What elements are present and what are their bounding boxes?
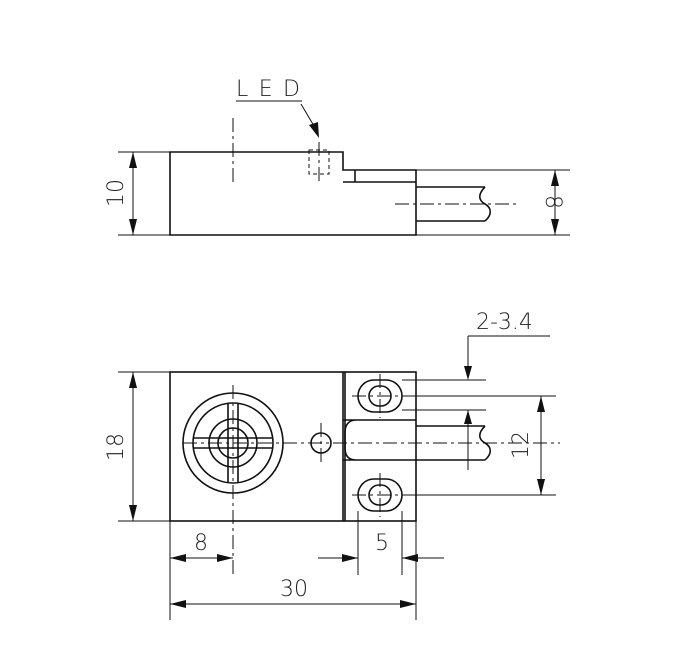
dim-5-label: 5 bbox=[375, 531, 389, 556]
dim-10-arrow-bottom bbox=[129, 219, 137, 235]
dim-18-label: 18 bbox=[104, 433, 129, 461]
side-view-body-outline bbox=[169, 151, 417, 236]
led-leader-arrow bbox=[309, 122, 319, 138]
dim-12-arrow-top bbox=[537, 396, 545, 412]
hole-spec-arrow-top bbox=[464, 366, 472, 380]
dim-8-bottom-label: 8 bbox=[194, 531, 208, 556]
led-leader-line bbox=[300, 103, 315, 127]
dim-10-arrow-top bbox=[129, 152, 137, 168]
dim-18-arrow-bottom bbox=[129, 505, 137, 521]
dim-5-arrow-left bbox=[342, 554, 358, 562]
top-view: 2-3.4 12 18 8 5 30 bbox=[104, 310, 560, 620]
dim-8-cable-label: 8 bbox=[540, 195, 565, 209]
dim-8-bottom-arrow-right bbox=[217, 554, 233, 562]
dim-10-label: 10 bbox=[104, 179, 129, 207]
dim-5-arrow-right bbox=[402, 554, 418, 562]
side-view-cable-break bbox=[478, 186, 492, 222]
dim-30-arrow-left bbox=[170, 600, 186, 608]
hole-spec-label: 2-3.4 bbox=[476, 310, 533, 335]
dim-8-arrow-top bbox=[551, 170, 559, 186]
side-view: LED 10 8 bbox=[104, 77, 570, 236]
top-view-body-outline bbox=[169, 371, 417, 522]
led-label: LED bbox=[236, 77, 300, 102]
dim-12-arrow-bottom bbox=[537, 479, 545, 495]
dim-8-bottom-arrow-left bbox=[170, 554, 186, 562]
dim-18-arrow-top bbox=[129, 372, 137, 388]
dim-8-arrow-bottom bbox=[551, 219, 559, 235]
top-view-bracket-outline bbox=[342, 372, 416, 521]
dim-30-label: 30 bbox=[280, 577, 308, 602]
top-view-cable-break bbox=[478, 425, 492, 461]
hole-spec-arrow-bottom bbox=[464, 410, 472, 424]
dim-30-arrow-right bbox=[400, 600, 416, 608]
dim-12-label: 12 bbox=[509, 431, 534, 459]
